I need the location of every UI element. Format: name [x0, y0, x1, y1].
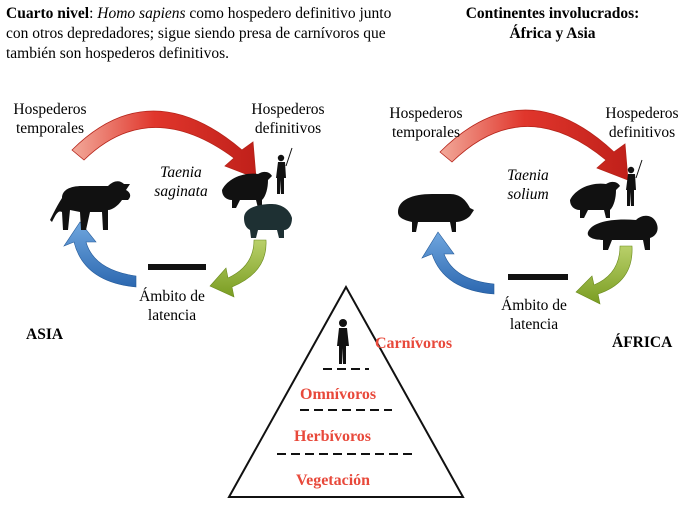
africa-temp-line2: temporales	[380, 123, 472, 142]
asia-latency-line2: latencia	[124, 306, 220, 325]
asia-species-line1: Taenia	[136, 163, 226, 182]
africa-def-line2: definitivos	[594, 123, 690, 142]
tier-omnivores: Omnívoros	[300, 386, 376, 404]
africa-latency-line2: latencia	[486, 315, 582, 334]
asia-blue-arrow	[64, 222, 136, 287]
africa-latency-label: Ámbito de latencia	[486, 296, 582, 334]
africa-definitive-hosts-label: Hospederos definitivos	[594, 104, 690, 142]
africa-species-line1: Taenia	[488, 166, 568, 185]
boar-silhouette	[398, 194, 474, 232]
africa-species-line2: solium	[488, 185, 568, 204]
africa-green-arrow	[576, 246, 632, 304]
hyena-silhouette	[222, 172, 272, 208]
human-figure-asia	[276, 148, 292, 194]
africa-region-label: ÁFRICA	[612, 334, 672, 352]
continents-line1: Continentes involucrados:	[420, 4, 685, 24]
asia-latency-label: Ámbito de latencia	[124, 287, 220, 325]
africa-latency-line1: Ámbito de	[486, 296, 582, 315]
asia-species-line2: saginata	[136, 182, 226, 201]
asia-cycle	[50, 111, 292, 297]
africa-species-label: Taenia solium	[488, 166, 568, 204]
africa-temporal-hosts-label: Hospederos temporales	[380, 104, 472, 142]
continents-heading: Continentes involucrados: África y Asia	[420, 4, 685, 44]
lion-silhouette	[588, 216, 658, 250]
tier-carnivores: Carnívoros	[375, 335, 452, 353]
latency-mark-africa	[508, 274, 568, 280]
asia-species-label: Taenia saginata	[136, 163, 226, 201]
continents-line2: África y Asia	[420, 24, 685, 44]
africa-temp-line1: Hospederos	[380, 104, 472, 123]
tier-vegetation: Vegetación	[296, 472, 370, 490]
bear-silhouette	[244, 204, 292, 238]
intro-paragraph: Cuarto nivel: Homo sapiens como hospeder…	[6, 4, 396, 64]
human-figure-africa	[626, 160, 642, 206]
asia-temp-line2: temporales	[4, 119, 96, 138]
asia-region-label: ASIA	[26, 326, 63, 344]
intro-lead: Cuarto nivel	[6, 5, 89, 22]
asia-latency-line1: Ámbito de	[124, 287, 220, 306]
bull-silhouette	[50, 181, 130, 230]
africa-def-line1: Hospederos	[594, 104, 690, 123]
asia-temp-line1: Hospederos	[4, 100, 96, 119]
hyena-silhouette-africa	[570, 182, 620, 218]
tier-herbivores: Herbívoros	[294, 428, 371, 446]
asia-def-line1: Hospederos	[240, 100, 336, 119]
intro-species: Homo sapiens	[97, 5, 185, 22]
latency-mark-asia	[148, 264, 206, 270]
asia-temporal-hosts-label: Hospederos temporales	[4, 100, 96, 138]
africa-blue-arrow	[422, 232, 494, 294]
asia-definitive-hosts-label: Hospederos definitivos	[240, 100, 336, 138]
asia-def-line2: definitivos	[240, 119, 336, 138]
